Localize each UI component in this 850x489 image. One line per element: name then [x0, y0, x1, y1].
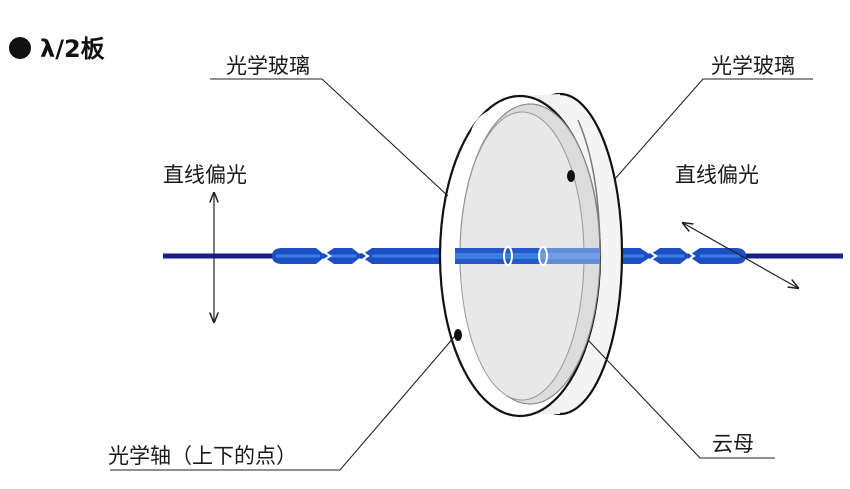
- bullet-icon: [9, 37, 31, 59]
- beam-entry-spot: [503, 246, 513, 266]
- leader-glass-left: [210, 78, 449, 197]
- beam-inside-plate: [455, 246, 600, 266]
- horizontal-polarization-arrow: [683, 223, 798, 288]
- label-glass-right: 光学玻璃: [711, 54, 795, 78]
- label-mica: 云母: [712, 432, 754, 456]
- optical-axis-dot-bottom: [454, 329, 462, 341]
- leader-mica: [587, 339, 775, 459]
- leader-glass-right: [613, 78, 813, 181]
- output-beam: [600, 247, 843, 265]
- page-title: λ/2板: [40, 35, 106, 63]
- beam-exit-spot: [538, 246, 548, 266]
- title: λ/2板: [9, 35, 106, 63]
- label-glass-left: 光学玻璃: [226, 54, 310, 78]
- label-linear-pol-out: 直线偏光: [675, 163, 759, 187]
- optical-axis-dot-top: [567, 170, 575, 182]
- label-linear-pol-in: 直线偏光: [163, 163, 247, 187]
- label-optical-axis: 光学轴（上下的点）: [108, 444, 297, 468]
- leader-optical-axis: [110, 335, 456, 471]
- input-beam: [163, 247, 455, 265]
